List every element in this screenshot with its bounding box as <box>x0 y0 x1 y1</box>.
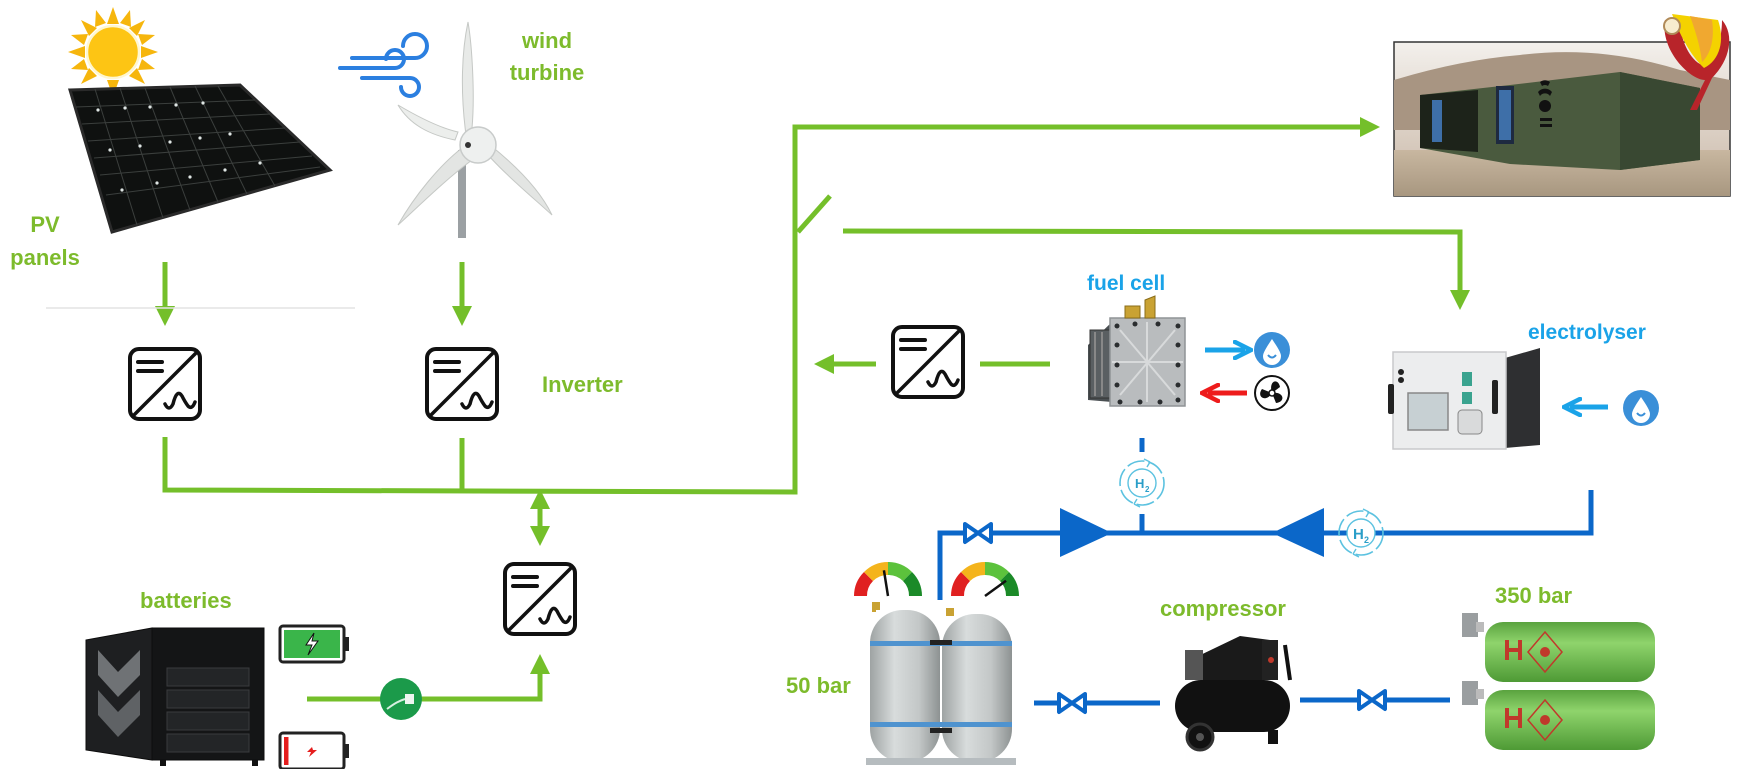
inverter-wind-icon[interactable] <box>425 347 499 421</box>
inverter-battery-icon[interactable] <box>503 562 577 636</box>
power-lines <box>155 117 1470 702</box>
charging-plug-icon <box>380 678 422 720</box>
ac-bus-line <box>162 117 1380 495</box>
compressor-image[interactable] <box>1175 636 1292 752</box>
wind-turbine-image <box>397 21 553 238</box>
h2-subscript: 2 <box>1364 535 1369 545</box>
pv-label-line2: panels <box>10 245 80 270</box>
electrolyser-label: electrolyser <box>1528 321 1646 344</box>
cylinder-bottom <box>1462 681 1655 750</box>
bus-switch-blade <box>796 194 832 234</box>
compressor-label: compressor <box>1160 596 1286 621</box>
switch-to-electrolyser-line <box>842 228 1470 310</box>
pv-label-line1: PV <box>30 212 60 237</box>
sun-icon <box>68 7 158 97</box>
flow-arrow-right <box>1060 508 1112 557</box>
battery-charged-icon <box>278 624 349 664</box>
fuel-cell-image[interactable] <box>1088 295 1186 407</box>
inverter-label: Inverter <box>542 372 623 397</box>
wind-label-line2: turbine <box>509 60 585 85</box>
wind-icon <box>338 32 429 98</box>
water-drop-icon-fuel-cell <box>1253 331 1291 369</box>
hydrogen-tanks-50-bar-image[interactable] <box>866 602 1016 765</box>
fan-icon <box>1254 375 1290 411</box>
battery-to-inverter-line <box>307 654 550 702</box>
electrolyser-image[interactable] <box>1388 348 1540 450</box>
hydrogen-cylinders-350-bar-image[interactable] <box>1462 613 1655 750</box>
valve-tank-outlet[interactable] <box>963 522 993 544</box>
batteries-label: batteries <box>140 588 232 613</box>
shelter-building-image[interactable] <box>1393 14 1731 197</box>
battery-cabinet-image[interactable] <box>85 627 265 766</box>
electrolyser-riser <box>1509 490 1594 536</box>
h2-subscript: 2 <box>1145 485 1150 494</box>
pv-panels-label: PV panels <box>10 212 80 271</box>
tank-outlet-line <box>937 530 1490 600</box>
cylinder-top <box>1462 613 1655 682</box>
valve-compressor-cylinder[interactable] <box>1357 689 1387 711</box>
water-drop-icon-electrolyser <box>1622 389 1660 427</box>
logo-icon <box>1663 14 1730 110</box>
inverter-fuel-cell-icon[interactable] <box>891 325 965 399</box>
h2-label: H <box>1353 526 1364 543</box>
flow-arrow-left <box>1272 508 1324 557</box>
inverter-pv-icon[interactable] <box>128 347 202 421</box>
h2-label: H <box>1135 476 1144 491</box>
gauge-tank-1-icon <box>854 562 922 597</box>
fuel-cell-label: fuel cell <box>1087 272 1166 295</box>
battery-depleted-icon <box>278 731 349 769</box>
tanks-50-bar-label: 50 bar <box>786 673 851 698</box>
h2-flow-icon-fuel-cell: H 2 <box>1119 458 1165 508</box>
wind-label-line1: wind <box>521 28 573 53</box>
wind-turbine-label: wind turbine <box>502 28 592 86</box>
valve-tank-compressor[interactable] <box>1057 692 1087 714</box>
gauge-tank-2-icon <box>951 562 1019 598</box>
pv-panel-image <box>68 83 333 234</box>
cylinders-350-bar-label: 350 bar <box>1495 583 1573 608</box>
h2-flow-icon-electrolyser: H 2 <box>1338 508 1384 558</box>
